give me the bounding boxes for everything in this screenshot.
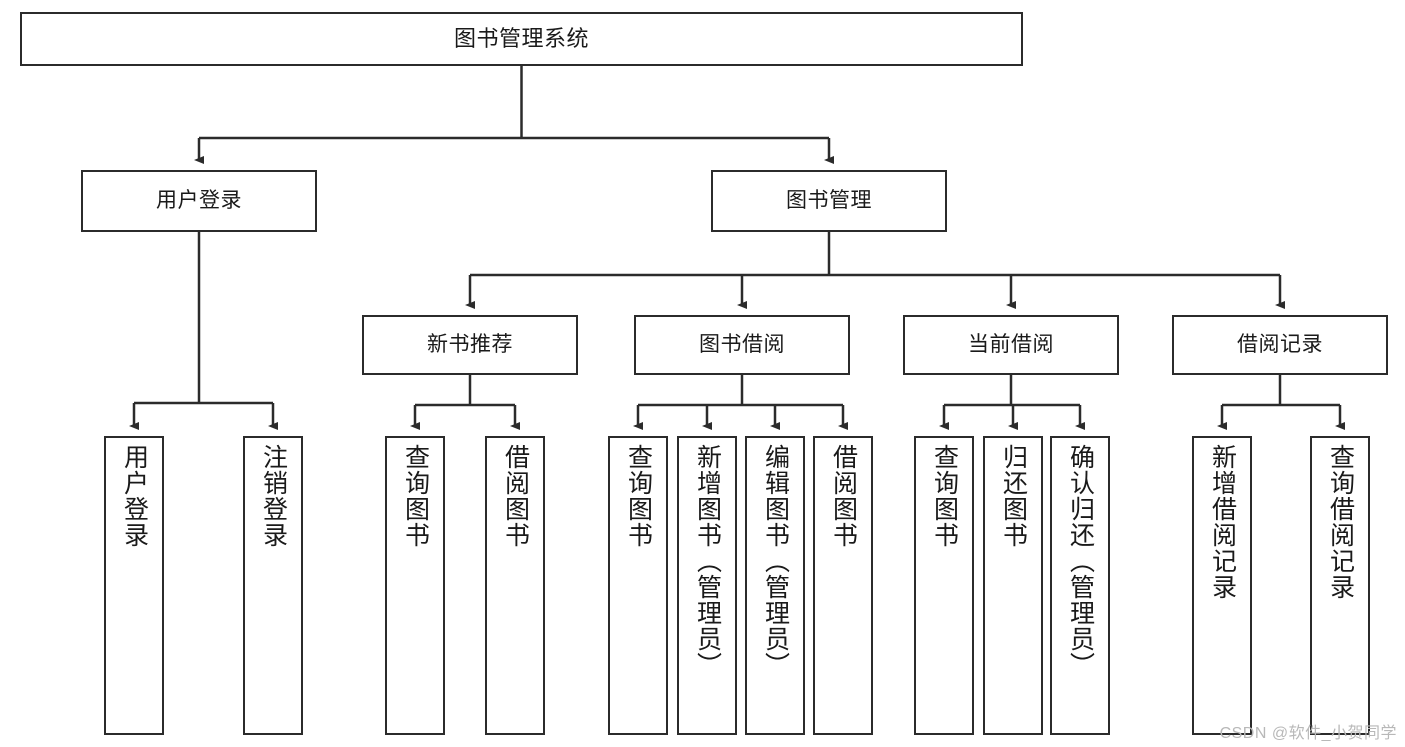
node-leaf-rec-1[interactable]: 新增借阅记录 (1192, 436, 1252, 735)
node-label: 查询图书 (624, 444, 653, 548)
node-label: 归还图书 (999, 444, 1028, 548)
node-label: 借阅图书 (501, 444, 530, 548)
node-records[interactable]: 借阅记录 (1172, 315, 1388, 375)
node-leaf-borrow-2[interactable]: 新增图书（管理员） (677, 436, 737, 735)
node-leaf-rec-2[interactable]: 查询借阅记录 (1310, 436, 1370, 735)
node-leaf-new-1[interactable]: 查询图书 (385, 436, 445, 735)
node-label: 查询图书 (401, 444, 430, 548)
node-leaf-borrow-4[interactable]: 借阅图书 (813, 436, 873, 735)
node-leaf-new-2[interactable]: 借阅图书 (485, 436, 545, 735)
node-leaf-cur-3[interactable]: 确认归还（管理员） (1050, 436, 1110, 735)
node-label: 新增图书（管理员） (693, 444, 722, 678)
node-label: 图书借阅 (699, 332, 785, 356)
node-login[interactable]: 用户登录 (81, 170, 317, 232)
node-label: 注销登录 (259, 444, 288, 548)
node-label: 新书推荐 (427, 332, 513, 356)
watermark: CSDN @软件_小贺同学 (1219, 725, 1397, 742)
node-label: 用户登录 (156, 188, 242, 212)
node-label: 查询借阅记录 (1326, 444, 1355, 600)
node-label: 用户登录 (120, 444, 149, 548)
node-bookmgmt[interactable]: 图书管理 (711, 170, 947, 232)
node-leaf-login-1[interactable]: 用户登录 (104, 436, 164, 735)
node-leaf-borrow-1[interactable]: 查询图书 (608, 436, 668, 735)
node-leaf-cur-2[interactable]: 归还图书 (983, 436, 1043, 735)
node-label: 编辑图书（管理员） (761, 444, 790, 678)
node-leaf-login-2[interactable]: 注销登录 (243, 436, 303, 735)
node-root[interactable]: 图书管理系统 (20, 12, 1023, 66)
node-borrow[interactable]: 图书借阅 (634, 315, 850, 375)
node-label: 借阅图书 (829, 444, 858, 548)
node-leaf-cur-1[interactable]: 查询图书 (914, 436, 974, 735)
node-label: 新增借阅记录 (1208, 444, 1237, 600)
node-label: 查询图书 (930, 444, 959, 548)
node-label: 当前借阅 (968, 332, 1054, 356)
node-leaf-borrow-3[interactable]: 编辑图书（管理员） (745, 436, 805, 735)
node-current[interactable]: 当前借阅 (903, 315, 1119, 375)
node-newbooks[interactable]: 新书推荐 (362, 315, 578, 375)
node-label: 图书管理系统 (453, 26, 589, 52)
node-label: 借阅记录 (1237, 332, 1323, 356)
node-label: 确认归还（管理员） (1066, 444, 1095, 678)
node-label: 图书管理 (786, 188, 872, 212)
